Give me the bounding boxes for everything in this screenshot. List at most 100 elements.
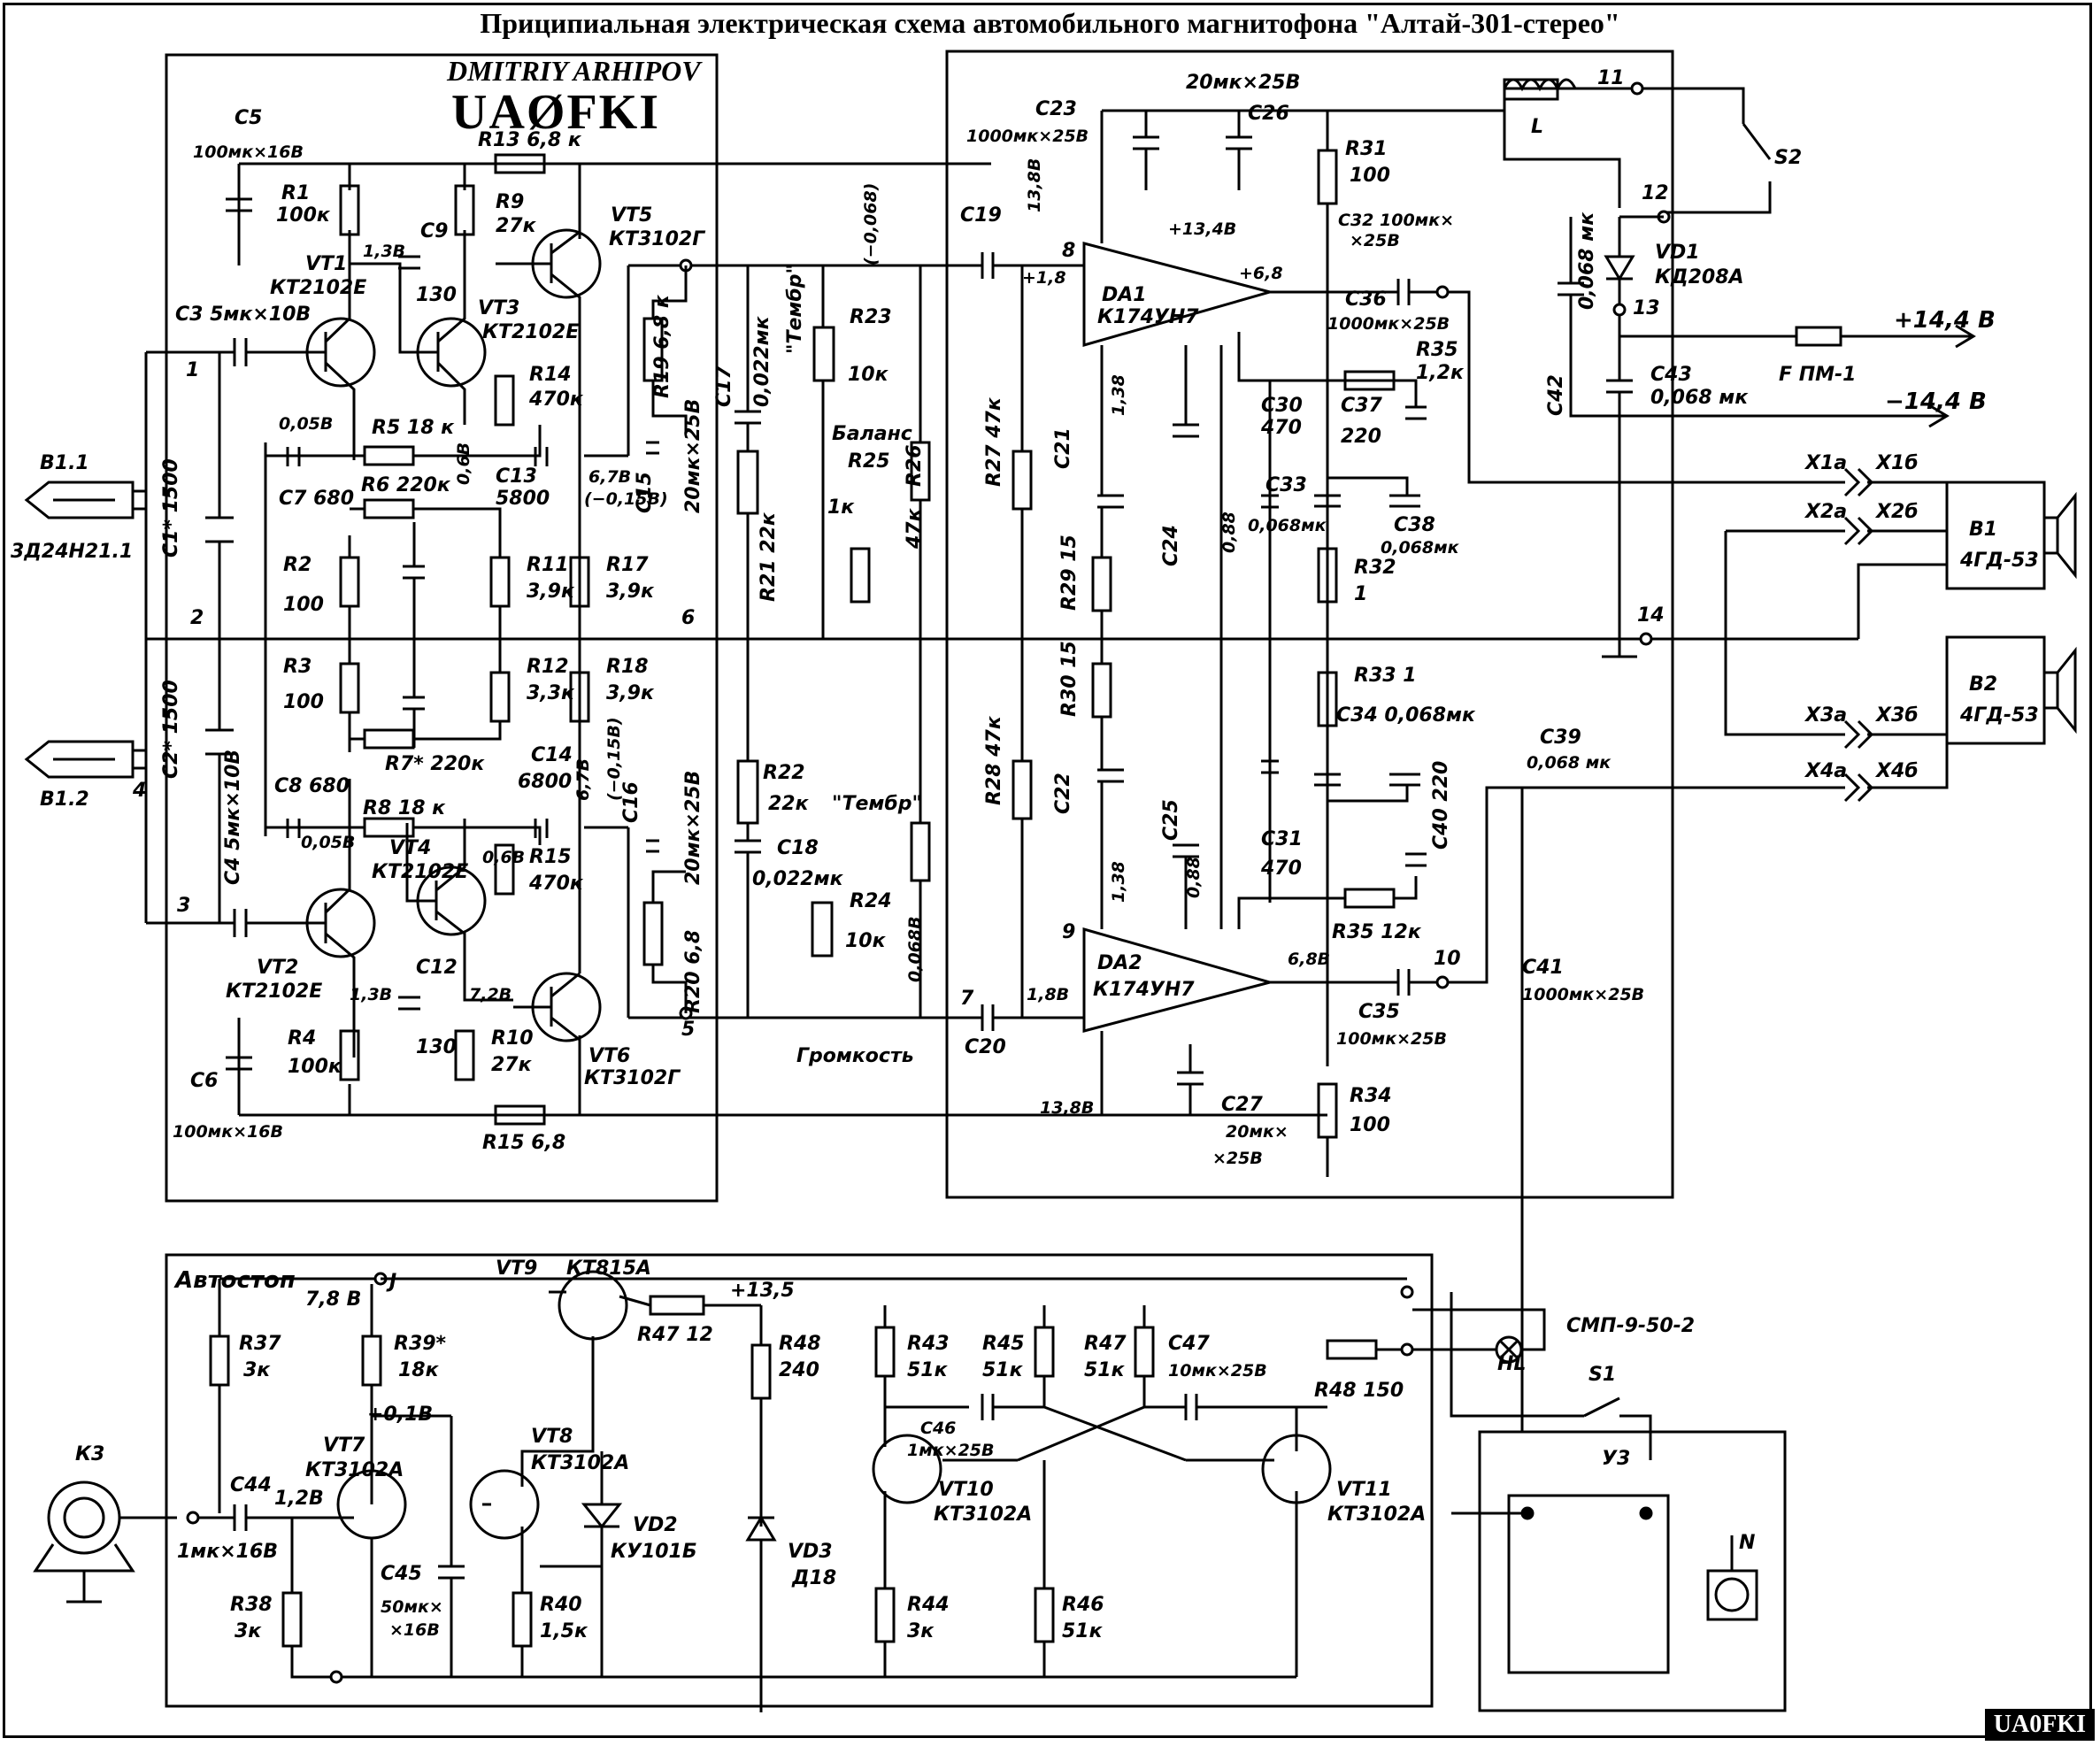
- label-v1-8-bottom: 1,8В: [1027, 985, 1069, 1004]
- label-C31-value: 470: [1260, 858, 1302, 880]
- label-C4: C4 5мк×10В: [222, 750, 244, 885]
- label-C22: C22: [1052, 773, 1074, 814]
- label-v0-88-bottom: 0,88: [1184, 857, 1204, 898]
- label-X4a: X4а: [1804, 760, 1847, 782]
- label-VT10: VT10: [938, 1479, 994, 1501]
- label-VD1: VD1: [1655, 242, 1700, 264]
- author-name: DMITRIY ARHIPOV: [447, 55, 701, 87]
- label-R31: R31: [1345, 138, 1388, 160]
- label-X2a: X2а: [1804, 501, 1847, 523]
- label-R14: R14: [529, 364, 572, 386]
- label-C16: C16: [620, 781, 642, 823]
- pin-7: 7: [960, 988, 974, 1010]
- label-R13: R13 6,8 к: [478, 129, 582, 151]
- label-R1-value: 100к: [276, 204, 331, 227]
- label-C6-value: 100мк×16В: [173, 1122, 283, 1142]
- label-VT3: VT3: [478, 297, 519, 319]
- label-R24-value: 10к: [845, 930, 887, 952]
- label-C5: C5: [235, 107, 262, 129]
- label-R48: R48: [779, 1333, 821, 1355]
- label-R6: R6 220к: [361, 474, 451, 496]
- label-v6-8-bottom: 6,8В: [1288, 950, 1330, 969]
- label-R27: R27 47к: [983, 396, 1005, 487]
- label-R46-value: 51к: [1062, 1620, 1104, 1642]
- label-C42: C42: [1545, 374, 1567, 416]
- label-C31: C31: [1261, 828, 1303, 850]
- label-J: J: [386, 1271, 396, 1293]
- label-R40: R40: [540, 1594, 582, 1616]
- label-VD3: VD3: [788, 1541, 833, 1563]
- label-K3: К3: [75, 1443, 104, 1465]
- pin-9: 9: [1062, 921, 1075, 943]
- label-R17: R17: [606, 554, 649, 576]
- label-v1-3-bottom: 1,3В: [350, 985, 392, 1004]
- label-R2: R2: [283, 554, 312, 576]
- label-plus-13-5: +13,5: [730, 1280, 795, 1302]
- label-R46: R46: [1062, 1594, 1104, 1616]
- label-C47: C47: [1168, 1333, 1210, 1355]
- label-C35-value: 100мк×25В: [1336, 1029, 1447, 1049]
- label-VD3-type: Д18: [791, 1567, 836, 1589]
- label-R25-value: 1к: [827, 496, 855, 519]
- schematic-title: Приципиальная электрическая схема автомо…: [480, 7, 1620, 39]
- label-C12-value: 130: [416, 1036, 457, 1058]
- label-C40: C40 220: [1430, 761, 1452, 850]
- pin-1: 1: [186, 359, 199, 381]
- label-plus-14-4: +14,4 В: [1894, 307, 1996, 334]
- pin-5: 5: [681, 1019, 695, 1041]
- label-C35: C35: [1358, 1001, 1400, 1023]
- power-amp-block-frame: [945, 50, 1674, 1199]
- label-speaker-B2: B2: [1969, 673, 1997, 696]
- label-R37: R37: [239, 1333, 281, 1355]
- autostop-block-frame: [165, 1253, 1434, 1708]
- corner-watermark: UA0FKI: [1984, 1709, 2095, 1741]
- label-R32-value: 1: [1354, 583, 1367, 605]
- label-R30: R30 15: [1058, 641, 1081, 717]
- label-v1-3-top: 1,3В: [363, 242, 405, 261]
- label-X3b: X3б: [1874, 704, 1919, 727]
- label-R38-value: 3к: [235, 1620, 262, 1642]
- label-S2: S2: [1774, 147, 1802, 169]
- label-DA2-type: К174УН7: [1093, 979, 1195, 1001]
- label-C37-value: 220: [1341, 426, 1381, 448]
- label-C18: C18: [777, 837, 819, 859]
- label-R39: R39*: [394, 1333, 447, 1355]
- label-VT10-type: КТ3102А: [934, 1504, 1032, 1526]
- label-C43-value: 0,068 мк: [1650, 387, 1749, 409]
- pin-10: 10: [1434, 948, 1461, 970]
- label-R47-value: 51к: [1084, 1359, 1126, 1381]
- label-C36-value: 1000мк×25В: [1327, 314, 1450, 334]
- label-VT5-type: КТ3102Г: [609, 228, 705, 250]
- label-R7: R7* 220к: [385, 753, 485, 775]
- label-C17-value: 0,022мк: [751, 315, 773, 407]
- label-VT1: VT1: [305, 253, 347, 275]
- pin-8: 8: [1062, 240, 1075, 262]
- label-R39-value: 18к: [398, 1359, 440, 1381]
- label-VT6: VT6: [588, 1045, 630, 1067]
- label-v13-8-top: 13,8В: [1025, 158, 1044, 212]
- label-C6: C6: [190, 1070, 218, 1092]
- label-C45-value: 50мк×: [381, 1597, 443, 1617]
- label-VT4-type: КТ2102Е: [372, 861, 468, 883]
- label-v6-7-bottom-alt: (−0,15В): [604, 717, 624, 801]
- label-v13-8-bottom: 13,8В: [1040, 1098, 1094, 1118]
- label-C17: C17: [713, 365, 735, 407]
- label-R32: R32: [1354, 557, 1396, 579]
- label-v0-1: +0,1В: [367, 1404, 433, 1426]
- label-R8: R8 18 к: [363, 797, 446, 819]
- label-R20: R20 6,8: [682, 930, 704, 1013]
- label-C26: C26: [1248, 103, 1289, 125]
- outer-frame: [3, 3, 2092, 1738]
- label-C44-value: 1мк×16В: [177, 1541, 278, 1563]
- label-R12-value: 3,3к: [527, 682, 575, 704]
- label-R9: R9: [496, 191, 524, 213]
- label-C3: C3 5мк×10В: [175, 304, 311, 326]
- label-C15: C15: [634, 472, 656, 513]
- label-C44: C44: [230, 1474, 272, 1496]
- label-C46-value: 1мк×25В: [907, 1441, 995, 1460]
- label-C39-value: 0,068 мк: [1527, 753, 1612, 773]
- label-R37-value: 3к: [243, 1359, 271, 1381]
- label-timbre-bottom: "Тембр": [832, 793, 922, 815]
- label-C45: C45: [381, 1563, 422, 1585]
